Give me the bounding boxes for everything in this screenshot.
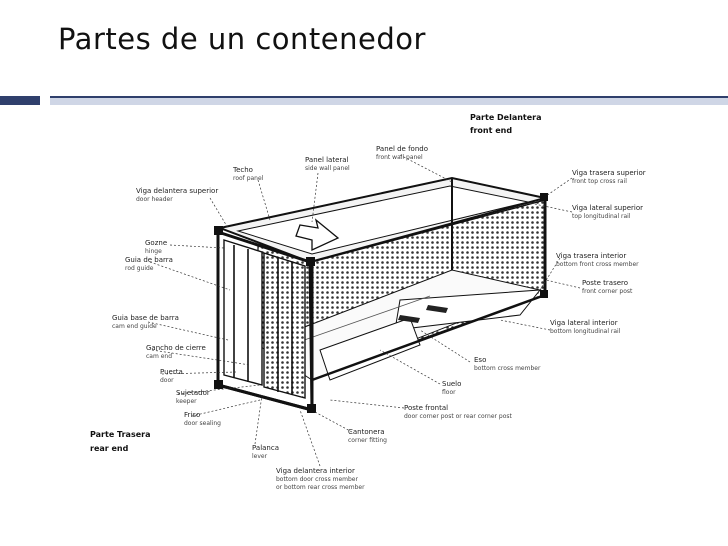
label-hinge-es: Gozne (145, 239, 167, 247)
label-door-seal-es: Friso (184, 411, 200, 419)
bottom-rear-cross (217, 383, 313, 412)
label-front-corner-post-es: Poste trasero (582, 279, 628, 287)
label-side-wall-es: Panel lateral (305, 156, 349, 164)
label-door-header-es: Viga delantera superior (136, 187, 218, 195)
corner-fitting-front-top (540, 193, 548, 201)
bottom-side-rail (311, 293, 546, 382)
label-front-top-cross-en: front top cross rail (572, 178, 627, 185)
label-front-end-en: front end (470, 126, 512, 135)
door-left (223, 239, 263, 386)
label-keeper-es: Sujetador (176, 389, 210, 397)
title-bullet-square (0, 96, 40, 105)
label-bottom-cross-en: bottom cross member (474, 365, 541, 372)
title-underline-accent (50, 96, 728, 98)
label-rear-post-es: Poste frontal (404, 404, 448, 412)
corner-fitting-top-right (306, 257, 315, 266)
label-hinge-en: hinge (145, 248, 162, 255)
label-front-top-cross-es: Viga trasera superior (572, 169, 646, 177)
label-roof-es: Techo (232, 166, 253, 174)
label-keeper-en: keeper (176, 398, 197, 405)
corner-fitting-front-bottom (540, 290, 548, 298)
label-lever-en: lever (252, 453, 268, 460)
label-cam-guide-en: cam end guide (112, 323, 157, 330)
label-floor-es: Suelo (442, 380, 461, 388)
title-underline (50, 96, 728, 105)
label-door-sill-es: Viga delantera interior (276, 467, 355, 475)
label-bottom-cross-es: Eso (474, 356, 486, 364)
label-door-sill-en2: or bottom rear cross member (276, 484, 365, 491)
label-door-sill-en: bottom door cross member (276, 476, 358, 483)
door-right (263, 252, 306, 399)
label-cam-end-es: Gancho de cierre (146, 344, 206, 352)
label-bottom-side-rail-en: bottom longitudinal rail (550, 328, 621, 335)
floor-cutaway (319, 317, 421, 381)
label-front-wall-es: Panel de fondo (376, 145, 428, 153)
loose-beam-a (398, 315, 420, 323)
label-cam-end-en: cam end (146, 353, 172, 360)
label-side-wall-en: side wall panel (305, 165, 350, 172)
label-door-seal-en: door sealing (184, 420, 221, 427)
label-door-header-en: door header (136, 196, 173, 203)
label-bottom-side-rail-es: Viga lateral interior (550, 319, 618, 327)
label-bottom-front-cross-en: bottom front cross member (556, 261, 639, 268)
label-rear-end-en: rear end (90, 444, 129, 453)
corner-fitting-bottom-right (307, 404, 316, 413)
corner-fitting-top-left (214, 226, 223, 235)
side-panel-arrow (295, 218, 340, 252)
corner-fitting-bottom-left (214, 380, 223, 389)
slide-title: Partes de un contenedor (58, 22, 426, 56)
label-floor-en: floor (442, 389, 456, 396)
label-front-wall-en: front wall panel (376, 154, 423, 161)
label-corner-fitting-es: Cantonera (348, 428, 385, 436)
label-rod-guide-en: rod guide (125, 265, 154, 272)
loose-beam-b (426, 305, 448, 313)
label-roof-en: roof panel (233, 175, 264, 182)
label-front-end-es: Parte Delantera (470, 113, 542, 122)
label-top-side-rail-es: Viga lateral superior (572, 204, 643, 212)
label-top-side-rail-en: top longitudinal rail (572, 213, 631, 220)
label-cam-guide-es: Guia base de barra (112, 314, 179, 322)
label-door-en: door (160, 377, 174, 384)
label-rod-guide-es: Guia de barra (125, 256, 173, 264)
label-corner-fitting-en: corner fitting (348, 437, 387, 444)
label-door-es: Puerta (160, 368, 183, 376)
label-lever-es: Palanca (252, 444, 279, 452)
floor-drop-panel (394, 289, 542, 331)
label-rear-post-en: door corner post or rear corner post (404, 413, 513, 420)
label-front-corner-post-en: front corner post (582, 288, 633, 295)
label-bottom-front-cross-es: Viga trasera interior (556, 252, 626, 260)
label-rear-end-es: Parte Trasera (90, 430, 150, 439)
